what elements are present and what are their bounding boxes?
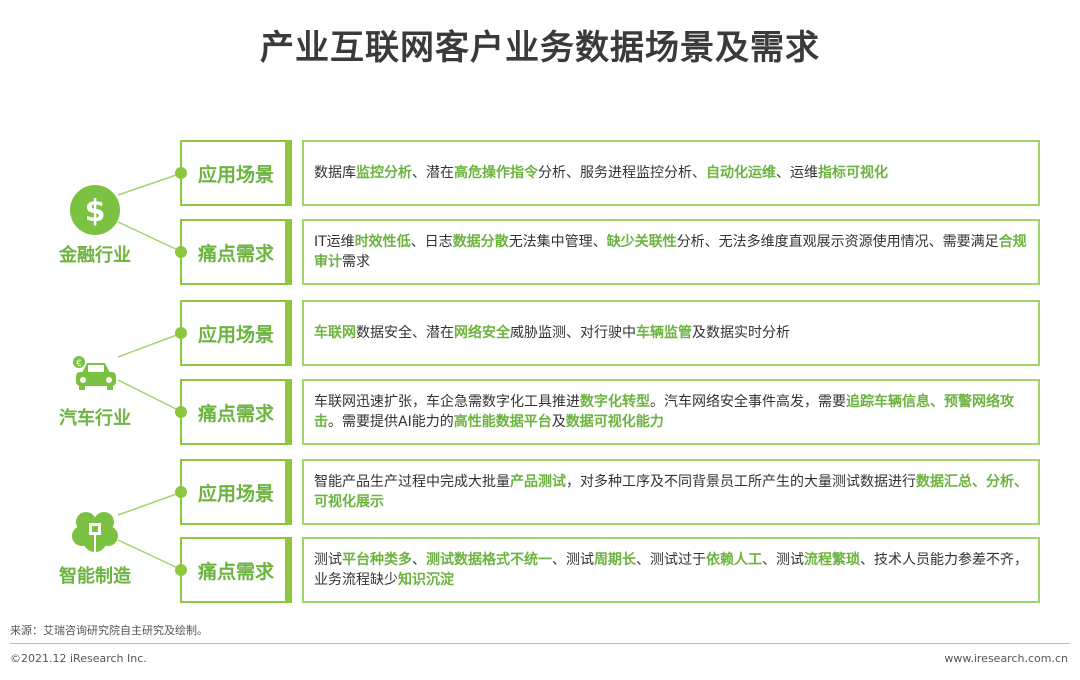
highlight-text: 高危操作指令 bbox=[454, 165, 538, 181]
svg-text:$: $ bbox=[85, 194, 106, 227]
highlight-text: 网络安全 bbox=[454, 325, 510, 341]
tag-label: 应用场景 bbox=[197, 482, 274, 505]
car-icon: € bbox=[70, 348, 120, 398]
highlight-text: 知识沉淀 bbox=[398, 572, 454, 588]
body-text: 数据安全、潜在 bbox=[356, 325, 454, 341]
footer-divider bbox=[10, 643, 1070, 644]
body-text: 及 bbox=[551, 414, 566, 430]
body-text: 车联网迅速扩张，车企急需数字化工具推进 bbox=[314, 394, 580, 410]
highlight-text: 平台种类多 bbox=[342, 552, 412, 568]
brain-chip-icon bbox=[70, 506, 120, 556]
body-text: ，对多种工序及不同背景员工所产生的大量测试数据进行 bbox=[566, 474, 916, 490]
body-text: 需求 bbox=[342, 254, 370, 270]
tag-pain: 痛点需求 bbox=[175, 379, 292, 445]
body-text: 威胁监测、对行驶中 bbox=[510, 325, 636, 341]
industry-name: 汽车行业 bbox=[59, 408, 131, 429]
body-text: 及数据实时分析 bbox=[692, 325, 790, 341]
highlight-text: 指标可视化 bbox=[818, 165, 888, 181]
highlight-text: 测试数据格式不统一 bbox=[426, 552, 552, 568]
source-note: 来源：艾瑞咨询研究院自主研究及绘制。 bbox=[10, 624, 208, 637]
dollar-icon: $ bbox=[70, 185, 120, 235]
body-text: 智能产品生产过程中完成大批量 bbox=[314, 474, 510, 490]
industry-manufacturing: 智能制造 bbox=[40, 506, 150, 588]
body-text: 、日志 bbox=[410, 234, 453, 250]
svg-text:€: € bbox=[76, 359, 82, 369]
body-text: IT运维 bbox=[314, 234, 355, 250]
bullet-dot bbox=[175, 167, 187, 179]
manufacturing-scene-text: 智能产品生产过程中完成大批量产品测试，对多种工序及不同背景员工所产生的大量测试数… bbox=[302, 459, 1040, 525]
body-text: 无法集中管理、 bbox=[508, 234, 607, 250]
highlight-text: 产品测试 bbox=[510, 474, 566, 490]
body-text: 、技术人员能力参差不齐，业务流程缺少 bbox=[314, 552, 1028, 588]
industry-auto: € 汽车行业 bbox=[40, 348, 150, 430]
body-text: 分析、服务进程监控分析、 bbox=[538, 165, 706, 181]
finance-scene-text: 数据库监控分析、潜在高危操作指令分析、服务进程监控分析、自动化运维、运维指标可视… bbox=[302, 140, 1040, 206]
highlight-text: 数字化转型 bbox=[580, 394, 650, 410]
highlight-text: 车联网 bbox=[314, 325, 356, 341]
industry-name: 智能制造 bbox=[59, 566, 131, 587]
highlight-text: 数据分散 bbox=[452, 234, 509, 250]
tag-label: 痛点需求 bbox=[197, 560, 274, 583]
highlight-text: 周期长 bbox=[594, 552, 636, 568]
highlight-text: 高性能数据平台 bbox=[453, 414, 552, 430]
body-text: 测试 bbox=[314, 552, 342, 568]
highlight-text: 缺少关联性 bbox=[606, 234, 677, 250]
body-text: 、测试 bbox=[762, 552, 804, 568]
auto-scene-text: 车联网数据安全、潜在网络安全威胁监测、对行驶中车辆监管及数据实时分析 bbox=[302, 300, 1040, 366]
manufacturing-pain-text: 测试平台种类多、测试数据格式不统一、测试周期长、测试过于依赖人工、测试流程繁琐、… bbox=[302, 537, 1040, 603]
bullet-dot bbox=[175, 486, 187, 498]
tag-label: 应用场景 bbox=[197, 323, 274, 346]
tag-label: 痛点需求 bbox=[197, 402, 274, 425]
highlight-text: 数据汇总、分析、可视化展示 bbox=[314, 474, 1028, 510]
tag-pain: 痛点需求 bbox=[175, 537, 292, 603]
highlight-text: 追踪车辆信息、预警网络攻击 bbox=[314, 394, 1014, 430]
tag-scene: 应用场景 bbox=[175, 140, 292, 206]
highlight-text: 流程繁琐 bbox=[804, 552, 860, 568]
body-text: 分析、无法多维度直观展示资源使用情况、需要满足 bbox=[676, 234, 999, 250]
highlight-text: 时效性低 bbox=[354, 234, 411, 250]
body-text: 数据库 bbox=[314, 165, 356, 181]
body-text: 、测试 bbox=[552, 552, 594, 568]
body-text: 。需要提供AI能力的 bbox=[328, 414, 454, 430]
bullet-dot bbox=[175, 246, 187, 258]
website-link[interactable]: www.iresearch.com.cn bbox=[944, 652, 1068, 665]
page-title: 产业互联网客户业务数据场景及需求 bbox=[260, 28, 820, 68]
industry-name: 金融行业 bbox=[59, 245, 131, 266]
highlight-text: 依赖人工 bbox=[706, 552, 762, 568]
body-text: 、 bbox=[412, 552, 426, 568]
body-text: 。汽车网络安全事件高发，需要 bbox=[650, 394, 846, 410]
copyright: ©2021.12 iResearch Inc. bbox=[10, 652, 147, 665]
highlight-text: 合规审计 bbox=[314, 234, 1027, 270]
tag-label: 痛点需求 bbox=[197, 242, 274, 265]
body-text: 、运维 bbox=[776, 165, 818, 181]
bullet-dot bbox=[175, 327, 187, 339]
tag-scene: 应用场景 bbox=[175, 300, 292, 366]
auto-pain-text: 车联网迅速扩张，车企急需数字化工具推进数字化转型。汽车网络安全事件高发，需要追踪… bbox=[302, 379, 1040, 445]
highlight-text: 数据可视化能力 bbox=[565, 414, 664, 430]
finance-pain-text: IT运维时效性低、日志数据分散无法集中管理、缺少关联性分析、无法多维度直观展示资… bbox=[302, 219, 1040, 285]
industry-finance: $ 金融行业 bbox=[40, 185, 150, 267]
tag-scene: 应用场景 bbox=[175, 459, 292, 525]
body-text: 、潜在 bbox=[412, 165, 454, 181]
body-text: 、测试过于 bbox=[636, 552, 706, 568]
connector-lines bbox=[117, 172, 183, 571]
tag-label: 应用场景 bbox=[197, 163, 274, 186]
highlight-text: 监控分析 bbox=[356, 165, 412, 181]
highlight-text: 自动化运维 bbox=[706, 165, 776, 181]
tag-pain: 痛点需求 bbox=[175, 219, 292, 285]
bullet-dot bbox=[175, 564, 187, 576]
highlight-text: 车辆监管 bbox=[636, 325, 692, 341]
bullet-dot bbox=[175, 406, 187, 418]
